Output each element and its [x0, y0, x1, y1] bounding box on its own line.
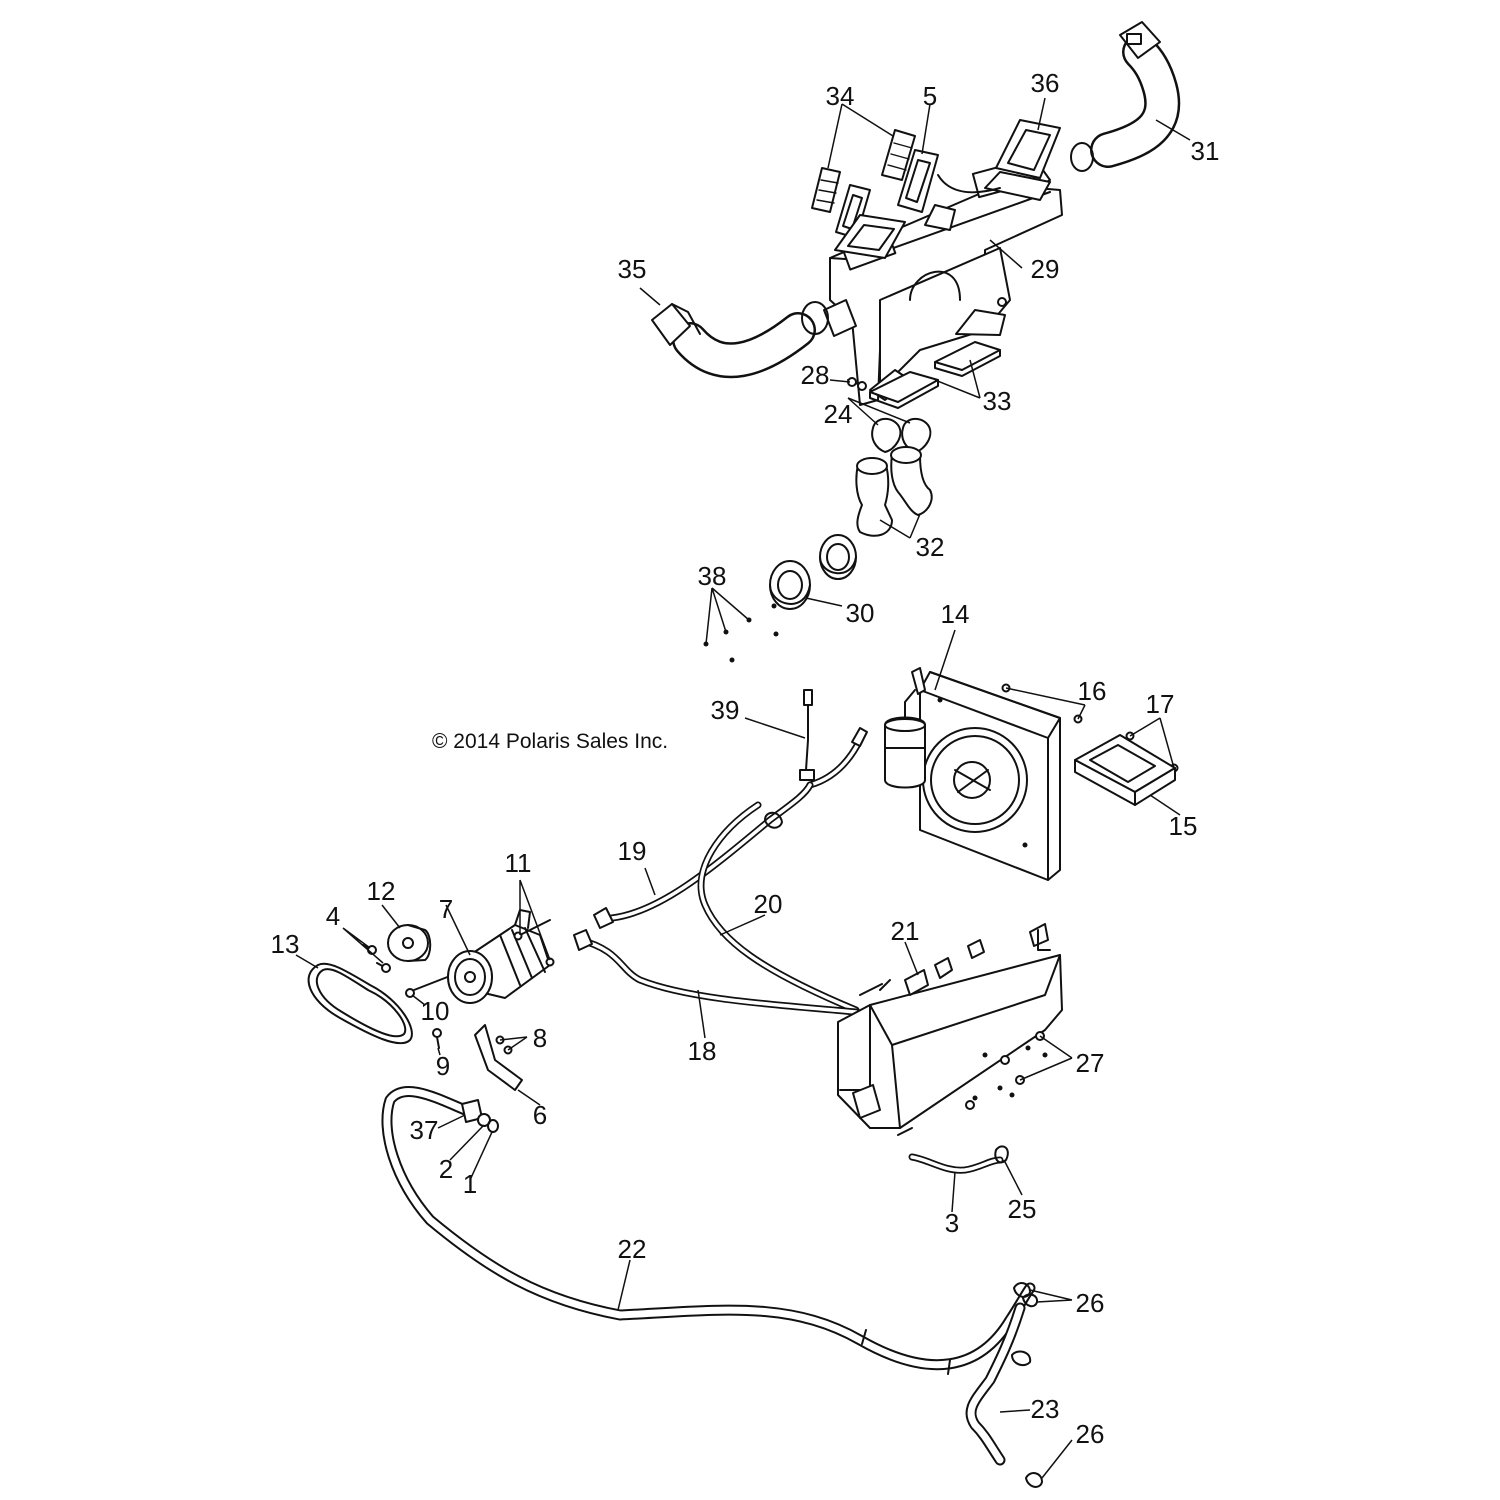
- belt-13: [307, 962, 413, 1045]
- vent-bracket: [924, 204, 956, 231]
- callout-17: 17: [1146, 689, 1175, 719]
- hose-20-b: [699, 803, 858, 1012]
- hose-18-b: [578, 938, 858, 1014]
- callout-35: 35: [618, 254, 647, 284]
- hose-18-a: [576, 936, 860, 1016]
- vent-34-right: [881, 129, 916, 181]
- bolt-10: [405, 975, 451, 998]
- callout-16: 16: [1078, 676, 1107, 706]
- callout-30: 30: [846, 598, 875, 628]
- hose-22-marks: [861, 1329, 951, 1375]
- callout-23: 23: [1031, 1394, 1060, 1424]
- hose-23-b: [967, 1304, 1024, 1464]
- vent-frame-5: [897, 149, 939, 213]
- callout-12: 12: [367, 876, 396, 906]
- sensor-14: [911, 667, 926, 695]
- copyright-notice: © 2014 Polaris Sales Inc.: [432, 730, 668, 753]
- grommet-30-right: [819, 534, 857, 580]
- evaporator-21: [837, 923, 1063, 1136]
- screw-28: [847, 377, 867, 391]
- callout-38: 38: [698, 561, 727, 591]
- callout-33: 33: [983, 386, 1012, 416]
- pulley-12: [387, 924, 432, 962]
- bracket-15: [1074, 734, 1176, 806]
- grommet-30-left: [769, 560, 811, 610]
- fittings-37-2-1: [461, 1099, 499, 1133]
- callout-39: 39: [711, 695, 740, 725]
- vent-cable: [937, 174, 1001, 194]
- screw-29: [997, 297, 1007, 307]
- seals-24: [871, 417, 932, 453]
- clip-20: [764, 811, 783, 829]
- hose-22-b: [383, 1088, 1034, 1369]
- callout-20: 20: [754, 889, 783, 919]
- callout-4: 4: [326, 901, 340, 931]
- gasket-ring-31: [1070, 142, 1094, 172]
- ducts-32: [855, 446, 933, 537]
- clamp-23: [1011, 1350, 1032, 1367]
- callout-24: 24: [824, 399, 853, 429]
- vent-outlet-left: [834, 214, 906, 259]
- callout-21: 21: [891, 916, 920, 946]
- callout-31: 31: [1191, 136, 1220, 166]
- drain-hose-3-b: [910, 1155, 1002, 1172]
- callout-11: 11: [505, 848, 532, 878]
- callout-27: 27: [1076, 1048, 1105, 1078]
- leader-lines: [295, 97, 1191, 1479]
- callout-14: 14: [941, 599, 970, 629]
- vent-34-left: [811, 167, 841, 213]
- bracket-6: [474, 1024, 523, 1091]
- clamp-25: [994, 1145, 1009, 1164]
- callout-32: 32: [916, 532, 945, 562]
- receiver-drier: [884, 689, 926, 789]
- callout-26-lower: 26: [1076, 1419, 1105, 1449]
- fitting-19: [593, 907, 614, 929]
- callout-1: 1: [463, 1169, 477, 1199]
- callout-18: 18: [688, 1036, 717, 1066]
- callout-3: 3: [945, 1208, 959, 1238]
- callout-37: 37: [410, 1115, 439, 1145]
- callout-34: 34: [826, 81, 855, 111]
- callout-25: 25: [1008, 1194, 1037, 1224]
- callout-10: 10: [421, 996, 450, 1026]
- hose-39-a: [806, 736, 864, 789]
- condenser-14: [919, 671, 1061, 881]
- callout-22: 22: [618, 1234, 647, 1264]
- callout-5: 5: [923, 81, 937, 111]
- duct-35: [651, 303, 816, 379]
- vent-outlet-36: [984, 119, 1061, 201]
- compressor-7: [447, 909, 551, 1004]
- callout-labels: 34 5 36 31 29 35 28 33 24 32 38 30 14 16…: [271, 68, 1220, 1449]
- callout-29: 29: [1031, 254, 1060, 284]
- duct-31: [1090, 21, 1181, 168]
- callout-15: 15: [1169, 811, 1198, 841]
- gasket-ring-35: [801, 301, 829, 335]
- callout-2: 2: [439, 1154, 453, 1184]
- callout-19: 19: [618, 836, 647, 866]
- callout-6: 6: [533, 1100, 547, 1130]
- fitting-39: [851, 727, 868, 747]
- callout-36: 36: [1031, 68, 1060, 98]
- pressure-switch-39: [799, 689, 815, 781]
- callout-13: 13: [271, 929, 300, 959]
- callout-26-upper: 26: [1076, 1288, 1105, 1318]
- hose-19-b: [610, 783, 812, 920]
- pad-33-right: [934, 341, 1001, 377]
- callout-9: 9: [436, 1051, 450, 1081]
- clamp-26-lower: [1025, 1472, 1043, 1488]
- callout-8: 8: [533, 1023, 547, 1053]
- pad-33-left: [869, 371, 939, 409]
- callout-28: 28: [801, 360, 830, 390]
- callout-7: 7: [439, 894, 453, 924]
- bolt-9: [432, 1028, 442, 1049]
- hose-22-a: [381, 1086, 1036, 1371]
- fitting-18: [573, 929, 593, 951]
